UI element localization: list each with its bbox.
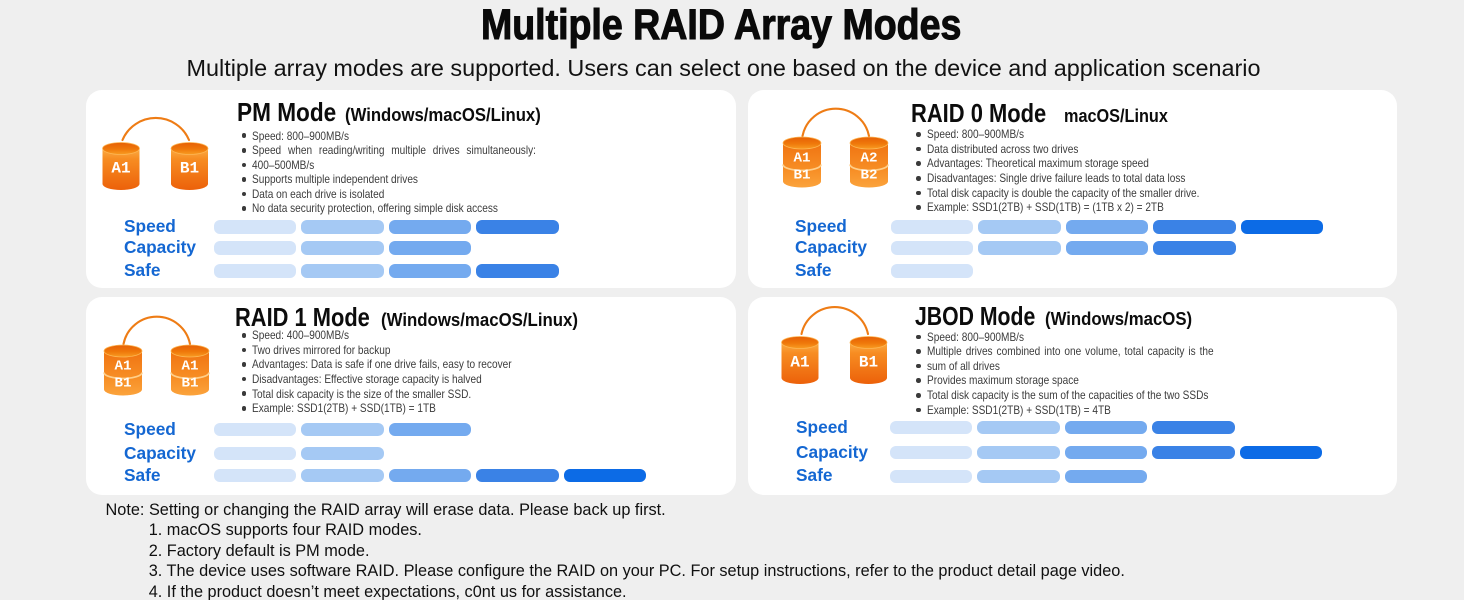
- svg-text:A1: A1: [114, 359, 131, 375]
- svg-text:A1: A1: [181, 359, 198, 375]
- svg-text:A2: A2: [860, 151, 877, 167]
- svg-text:B1: B1: [793, 168, 810, 184]
- svg-text:B1: B1: [181, 376, 198, 392]
- svg-text:A1: A1: [791, 353, 810, 371]
- svg-text:A1: A1: [111, 160, 130, 178]
- svg-text:B1: B1: [859, 353, 878, 371]
- svg-text:B1: B1: [114, 376, 131, 392]
- svg-text:A1: A1: [793, 151, 810, 167]
- svg-text:B2: B2: [860, 168, 877, 184]
- svg-text:B1: B1: [180, 160, 199, 178]
